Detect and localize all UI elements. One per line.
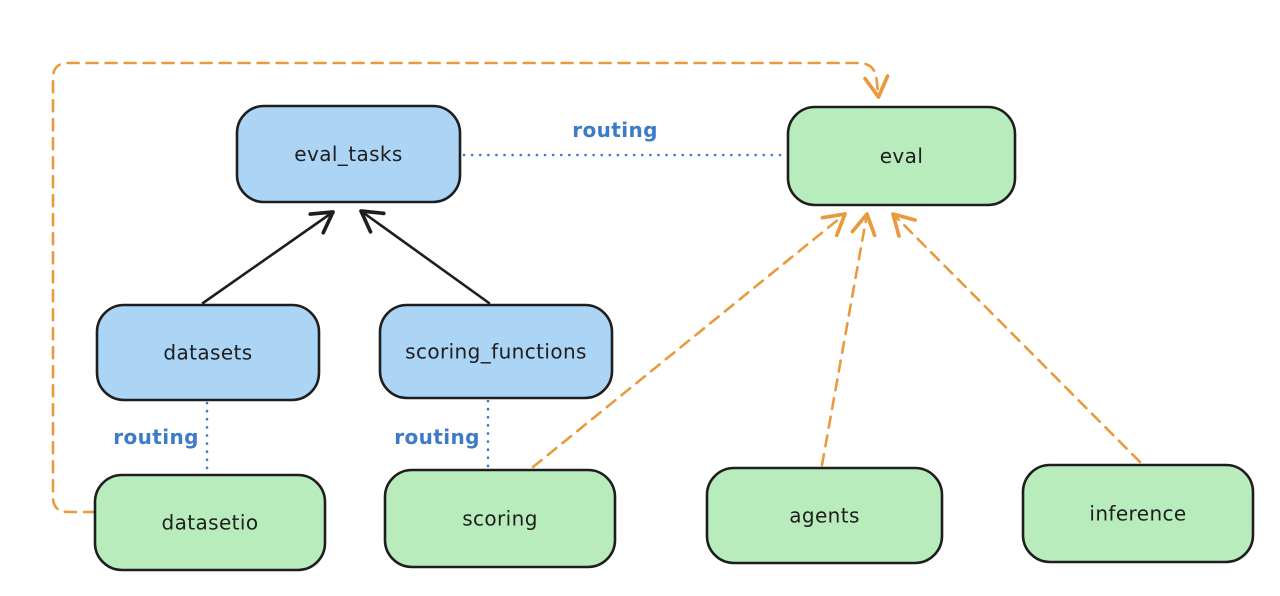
node-label-eval_tasks: eval_tasks [294,142,402,166]
node-box-inference [1021,463,1255,564]
node-label-scoring_functions: scoring_functions [405,340,587,364]
node-agents: agents [705,466,944,565]
node-eval: eval [786,105,1017,207]
node-label-datasets: datasets [163,341,252,365]
node-box-scoring_functions [378,303,614,400]
node-label-agents: agents [789,504,860,528]
node-box-datasets [95,303,321,402]
node-box-datasetio [93,473,327,572]
routing-label: routing [113,425,199,449]
node-box-eval [786,105,1017,207]
node-label-eval: eval [880,144,924,168]
node-datasets: datasets [95,303,321,402]
node-label-datasetio: datasetio [161,511,258,535]
node-eval_tasks: eval_tasks [235,104,462,204]
edge-inference-to-eval [891,212,1142,464]
edge-datasets-to-eval_tasks [201,210,335,305]
edge-scoring-to-eval [531,212,847,469]
edge-datasetio-to-eval [51,61,890,514]
node-label-inference: inference [1089,502,1186,526]
routing-label: routing [572,118,658,142]
node-datasetio: datasetio [93,473,327,572]
node-box-scoring [383,468,617,569]
edge-scoring_functions-to-eval_tasks [359,209,491,305]
node-scoring_functions: scoring_functions [378,303,614,400]
node-inference: inference [1021,463,1255,564]
edge-agents-to-eval [820,212,877,467]
routing-label: routing [394,425,480,449]
node-box-eval_tasks [235,104,462,204]
node-box-agents [705,466,944,565]
node-scoring: scoring [383,468,617,569]
node-label-scoring: scoring [462,507,538,531]
